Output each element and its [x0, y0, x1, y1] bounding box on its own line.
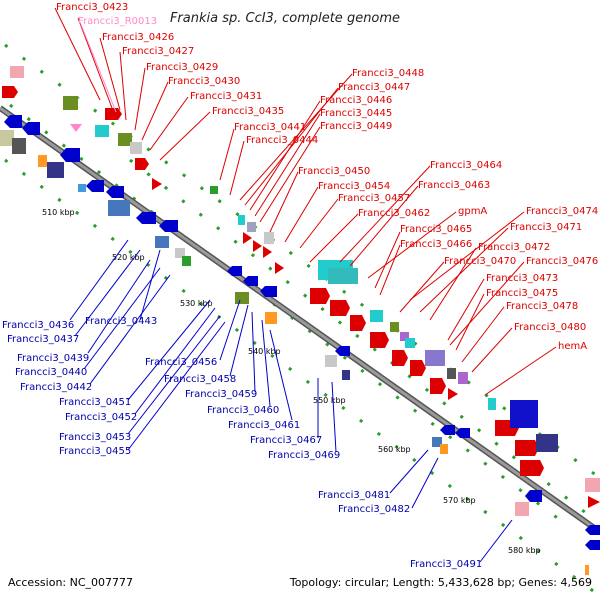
gene-label: Francci3_0461: [228, 420, 300, 431]
gene-label: Francci3_0444: [246, 135, 318, 146]
gene-label: Francci3_0466: [400, 239, 472, 250]
gene-label: Francci3_0462: [358, 208, 430, 219]
gene-label: Francci3_0440: [15, 367, 87, 378]
gene-label: Francci3_0435: [212, 106, 284, 117]
gene-label: Francci3_0437: [7, 334, 79, 345]
gene-label: Francci3_0465: [400, 224, 472, 235]
gene-label: Francci3_0476: [526, 256, 598, 267]
forward-gene-labels: Francci3_0423 Francci3_R0013 Francci3_04…: [56, 2, 598, 352]
gene-label: Francci3_0427: [122, 46, 194, 57]
reverse-genes: [0, 115, 600, 575]
topology-summary: Topology: circular; Length: 5,433,628 bp…: [289, 576, 592, 589]
gene-label: Francci3_0448: [352, 68, 424, 79]
gene-label: Francci3_0450: [298, 166, 370, 177]
tick-label: 520 kbp: [112, 253, 145, 262]
gene-label: Francci3_0451: [59, 397, 131, 408]
gene-label: Francci3_0459: [185, 389, 257, 400]
gene-label: Francci3_0463: [418, 180, 490, 191]
rna-gene-label: Francci3_R0013: [78, 16, 157, 27]
tick-label: 550 kbp: [313, 396, 346, 405]
tick-label: 510 kbp: [42, 208, 75, 217]
gene-label: Francci3_0469: [268, 450, 340, 461]
genome-backbone: [0, 105, 600, 535]
gene-label: Francci3_0431: [190, 91, 262, 102]
gene-label: Francci3_0436: [2, 320, 74, 331]
gene-label: Francci3_0442: [20, 382, 92, 393]
gene-label: Francci3_0447: [338, 82, 410, 93]
gene-label: Francci3_0453: [59, 432, 131, 443]
gene-label: Francci3_0482: [338, 504, 410, 515]
gene-label: Francci3_0471: [510, 222, 582, 233]
tick-label: 560 kbp: [378, 445, 411, 454]
gene-label: Francci3_0454: [318, 181, 390, 192]
forward-leaders: [54, 7, 557, 396]
tick-label: 570 kbp: [443, 496, 476, 505]
gene-label: Francci3_0478: [506, 301, 578, 312]
gene-label: Francci3_0429: [146, 62, 218, 73]
gene-label: Francci3_0470: [444, 256, 516, 267]
gene-label: Francci3_0467: [250, 435, 322, 446]
reverse-leaders: [69, 239, 513, 563]
gene-label: Francci3_0426: [102, 32, 174, 43]
tick-label: 540 kbp: [248, 347, 281, 356]
gene-label: gpmA: [458, 206, 487, 217]
gene-label: Francci3_0452: [65, 412, 137, 423]
gene-label: Francci3_0481: [318, 490, 390, 501]
gene-label: Francci3_0445: [320, 108, 392, 119]
gene-label: Francci3_0473: [486, 273, 558, 284]
gene-label: Francci3_0455: [59, 446, 131, 457]
rna-leader: [79, 21, 117, 113]
gene-label: Francci3_0458: [164, 374, 236, 385]
gene-label: Francci3_0449: [320, 121, 392, 132]
gene-label: Francci3_0441: [234, 122, 306, 133]
gene-label: Francci3_0491: [410, 559, 482, 570]
gene-label: Francci3_0443: [85, 316, 157, 327]
gene-label: Francci3_0423: [56, 2, 128, 13]
scale-ticks: 510 kbp 520 kbp 530 kbp 540 kbp 550 kbp …: [42, 208, 541, 555]
map-title: Frankia sp. CcI3, complete genome: [170, 11, 400, 26]
gene-label: hemA: [558, 341, 587, 352]
gene-label: Francci3_0464: [430, 160, 502, 171]
gene-label: Francci3_0472: [478, 242, 550, 253]
gene-label: Francci3_0475: [486, 288, 558, 299]
tick-label: 530 kbp: [180, 299, 213, 308]
gene-label: Francci3_0456: [145, 357, 217, 368]
forward-genes: [2, 66, 600, 508]
tick-label: 580 kbp: [508, 546, 541, 555]
gene-label: Francci3_0439: [17, 353, 89, 364]
gene-label: Francci3_0460: [207, 405, 279, 416]
accession-label: Accession: NC_007777: [8, 576, 133, 589]
gene-label: Francci3_0430: [168, 76, 240, 87]
track-guides: [4, 43, 600, 598]
reverse-gene-labels: Francci3_0436 Francci3_0443 Francci3_043…: [2, 316, 482, 570]
gene-label: Francci3_0446: [320, 95, 392, 106]
gene-label: Francci3_0457: [338, 193, 410, 204]
gene-label: Francci3_0474: [526, 206, 598, 217]
gene-label: Francci3_0480: [514, 322, 586, 333]
